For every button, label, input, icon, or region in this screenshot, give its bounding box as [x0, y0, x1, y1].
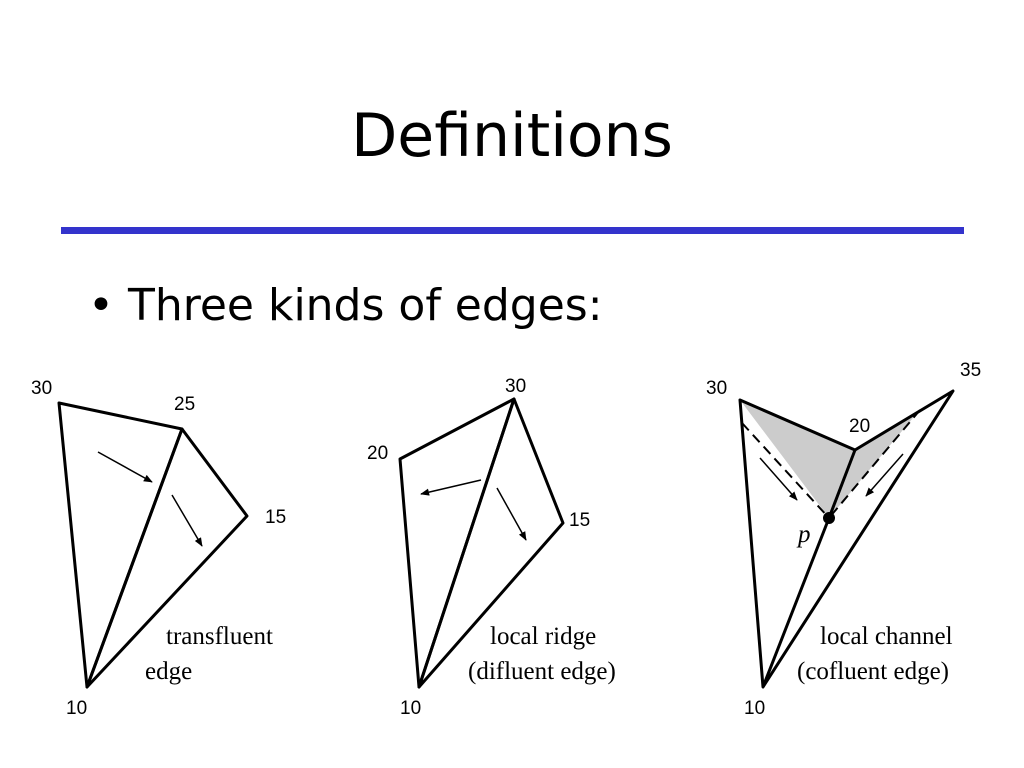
caption-line-2: edge [145, 658, 192, 685]
outer-shape [738, 389, 955, 689]
shaded-region [740, 400, 918, 518]
bullet-dot-icon: • [88, 280, 114, 331]
label-10: 10 [744, 698, 765, 719]
label-10: 10 [400, 698, 421, 719]
dashed-edge-left [741, 422, 830, 519]
label-30: 30 [505, 376, 526, 397]
channel-diagram: p 30 35 20 10 local channel (cofluent ed… [706, 360, 981, 719]
caption-line-2: (difluent edge) [468, 658, 616, 685]
triangle-left [57, 401, 184, 689]
channel-edge [761, 517, 831, 688]
flow-arrow-right [496, 487, 527, 541]
flow-arrow-2 [171, 494, 203, 547]
caption-line-1: local ridge [490, 623, 596, 650]
title-underline [61, 227, 964, 234]
flow-arrow-right [865, 453, 904, 497]
caption-line-1: local channel [820, 623, 953, 650]
label-15: 15 [265, 507, 286, 528]
slide-title: Definitions [351, 101, 673, 171]
label-30: 30 [706, 378, 727, 399]
caption-line-1: transfluent [166, 623, 273, 650]
triangle-right [85, 427, 249, 689]
bullet-item: • Three kinds of edges: [88, 278, 603, 334]
label-20: 20 [849, 416, 870, 437]
bullet-text: Three kinds of edges: [127, 280, 603, 331]
flow-arrow-left [420, 479, 482, 496]
flow-arrow-left [759, 457, 798, 501]
label-10: 10 [66, 698, 87, 719]
flow-arrow-1 [97, 451, 153, 483]
label-25: 25 [174, 394, 195, 415]
label-20: 20 [367, 443, 388, 464]
caption-line-2: (cofluent edge) [797, 658, 949, 685]
point-p-marker [823, 512, 835, 524]
dashed-edge-right [828, 409, 921, 519]
transfluent-diagram: 30 25 15 10 transfluent edge [31, 378, 286, 719]
triangle-right [417, 397, 565, 689]
label-30: 30 [31, 378, 52, 399]
point-p-label: p [796, 521, 811, 548]
ridge-diagram: 30 20 15 10 local ridge (difluent edge) [367, 376, 616, 719]
edge-to-p [827, 449, 857, 519]
label-35: 35 [960, 360, 981, 381]
label-15: 15 [569, 510, 590, 531]
